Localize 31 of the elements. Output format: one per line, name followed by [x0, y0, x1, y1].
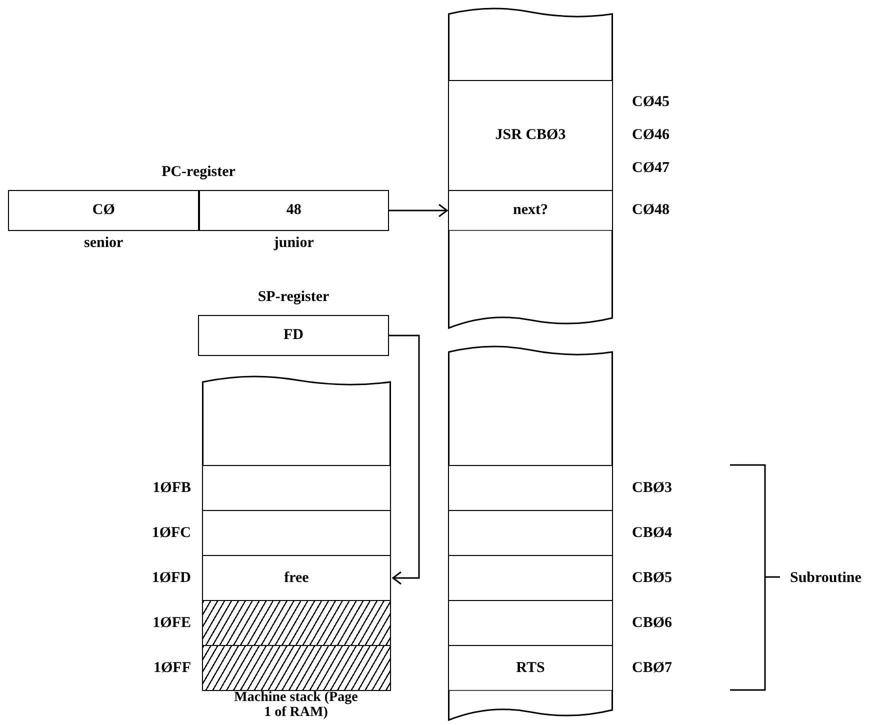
address-label: CBØ3	[632, 478, 672, 498]
address-label: CØ48	[632, 201, 670, 220]
address-label: CBØ5	[632, 568, 672, 588]
address-label: 1ØFD	[152, 568, 191, 588]
register-title: PC-register	[160, 162, 236, 182]
address-label: CBØ6	[632, 614, 672, 632]
bracket-label: Subroutine	[790, 569, 862, 588]
stack-caption: Machine stack (Page 1 of RAM)	[234, 691, 358, 720]
address-label: CØ47	[632, 159, 670, 178]
memory-cell	[448, 230, 613, 332]
register-title: SP-register	[256, 288, 330, 306]
register-value: FD	[284, 326, 304, 346]
instruction-text: free	[284, 568, 309, 588]
arrow	[389, 334, 420, 585]
register-value: 48	[286, 201, 302, 220]
instruction-text: next?	[513, 201, 548, 220]
address-label: CØ45	[632, 93, 670, 112]
address-label: CØ46	[632, 126, 670, 145]
address-label: 1ØFB	[152, 478, 191, 498]
register-value: CØ	[92, 201, 115, 220]
byte-label: senior	[84, 234, 124, 253]
address-label: 1ØFE	[152, 614, 191, 632]
arrow	[389, 204, 448, 218]
address-label: CBØ4	[632, 524, 672, 542]
instruction-text: RTS	[516, 658, 545, 678]
memory-cell	[448, 690, 613, 724]
byte-label: junior	[274, 234, 314, 253]
instruction-text: JSR CBØ3	[495, 126, 566, 146]
address-label: 1ØFF	[154, 658, 191, 678]
address-label: CBØ7	[632, 658, 672, 678]
address-label: 1ØFC	[152, 524, 191, 542]
